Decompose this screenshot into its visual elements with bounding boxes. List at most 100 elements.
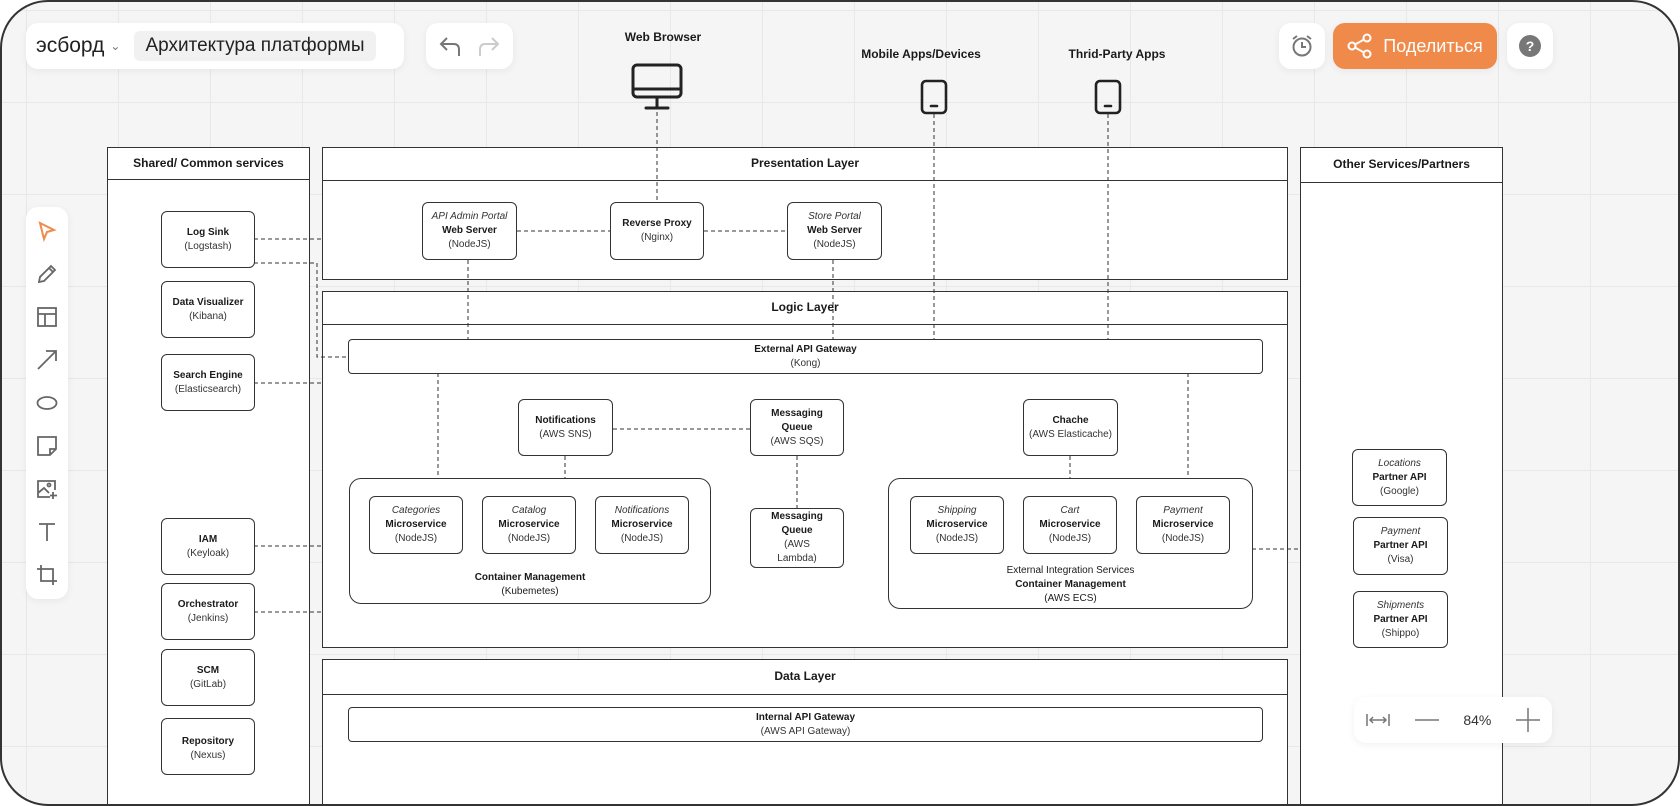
notifications-node[interactable]: Notifications(AWS SNS) [518, 399, 613, 456]
board-header: эсборд ⌄ Архитектура платформы [26, 23, 404, 69]
connector [254, 382, 322, 613]
node-tech: (AWS Elasticache) [1029, 428, 1112, 440]
node-name: Partner API [1373, 613, 1428, 625]
node-tech: (Kong) [790, 357, 821, 369]
board-title[interactable]: Архитектура платформы [134, 31, 376, 61]
group-label: Container Management(Kubemetes) [474, 572, 586, 597]
node-name: Microservice [1039, 519, 1101, 530]
node-sub: Catalog [511, 505, 547, 516]
text-tool[interactable] [26, 511, 68, 553]
node-tech: (Logstash) [184, 240, 232, 252]
node-name: Orchestrator [177, 598, 239, 610]
monitor-icon [631, 63, 683, 110]
cache-node[interactable]: Chache(AWS Elasticache) [1023, 399, 1118, 456]
node-name: Web Server [442, 225, 497, 236]
ellipse-tool[interactable] [26, 382, 68, 424]
phone-icon [1094, 79, 1122, 115]
node-tech: (Google) [1380, 485, 1419, 497]
third-party-apps-label: Thrid-Party Apps [1068, 47, 1166, 61]
node-sub: Payment [1163, 505, 1203, 516]
scm-node[interactable]: SCM(GitLab) [161, 649, 255, 706]
alarm-clock-icon [1292, 35, 1312, 57]
lambda-node[interactable]: Messaging Queue(AWS Lambda) [750, 508, 844, 568]
connector [437, 373, 1189, 478]
external-api-gateway-node[interactable]: External API Gateway(Kong) [348, 339, 1263, 374]
help-icon: ? [1519, 35, 1541, 57]
node-tech: (NodeJS) [394, 533, 438, 544]
connector [254, 238, 348, 358]
node-tech: (NodeJS) [1048, 533, 1092, 544]
chevron-down-icon[interactable]: ⌄ [110, 39, 121, 53]
data-visualizer-node[interactable]: Data Visualizer(Kibana) [161, 281, 255, 338]
node-tech: (NodeJS) [1161, 533, 1205, 544]
share-button[interactable]: Поделиться [1333, 23, 1497, 69]
template-tool[interactable] [26, 296, 68, 338]
node-name: Microservice [385, 519, 447, 530]
node-name: Microservice [1152, 519, 1214, 530]
node-name: Messaging Queue [771, 407, 823, 433]
node-tech: (NodeJS) [935, 533, 979, 544]
node-name: SCM [196, 664, 220, 676]
sqs-node[interactable]: Messaging Queue(AWS SQS) [750, 399, 844, 456]
node-tech: (Nexus) [190, 750, 226, 761]
tools-toolbar [26, 207, 68, 599]
node-name: Partner API [1373, 540, 1428, 551]
node-sub: Shipments [1376, 599, 1425, 611]
zoom-out-icon[interactable] [1414, 718, 1439, 722]
node-name: Reverse Proxy [622, 218, 692, 229]
zoom-controls: 84% [1354, 697, 1552, 743]
cursor-tool[interactable] [26, 210, 68, 252]
brand-menu[interactable]: эсборд [36, 34, 105, 57]
panel-title: Logic Layer [323, 292, 1287, 325]
iam-node[interactable]: IAM(Keyloak) [161, 518, 255, 575]
node-sub: Payment [1380, 526, 1421, 537]
search-engine-node[interactable]: Search Engine(Elasticsearch) [161, 354, 255, 411]
connector [564, 428, 1071, 508]
zoom-in-icon[interactable] [1516, 708, 1540, 732]
history-button[interactable] [1279, 23, 1325, 69]
reverse-proxy-node[interactable]: Reverse Proxy(Nginx) [610, 202, 704, 260]
ellipse-icon [36, 396, 58, 410]
pencil-tool[interactable] [26, 253, 68, 295]
crop-icon [37, 565, 57, 586]
node-name: Partner API [1372, 471, 1427, 483]
orchestrator-node[interactable]: Orchestrator (Jenkins) [161, 583, 255, 640]
repository-node[interactable]: Repository (Nexus) [161, 718, 255, 775]
zoom-level: 84% [1463, 712, 1492, 728]
undo-icon[interactable] [438, 34, 464, 58]
node-tech: (Visa) [1387, 554, 1414, 565]
help-button[interactable]: ? [1507, 23, 1553, 69]
image-tool[interactable] [26, 468, 68, 510]
text-icon [39, 523, 55, 542]
image-add-icon [37, 480, 57, 500]
node-sub: Notifications [614, 505, 670, 516]
sticky-note-tool[interactable] [26, 425, 68, 467]
panel-title: Other Services/Partners [1301, 148, 1502, 183]
log-sink-node[interactable]: Log Sink(Logstash) [161, 211, 255, 268]
web-browser-label: Web Browser [624, 30, 702, 44]
redo-icon[interactable] [475, 34, 501, 58]
node-tech: (AWS SNS) [539, 428, 592, 440]
node-tech: (Jenkins) [187, 612, 229, 624]
fit-width-icon[interactable] [1366, 713, 1390, 727]
cursor-icon [38, 220, 57, 242]
crop-tool[interactable] [26, 554, 68, 596]
arrow-icon [37, 349, 57, 370]
arrow-tool[interactable] [26, 339, 68, 381]
internal-api-gateway-node[interactable]: Internal API Gateway(AWS API Gateway) [348, 707, 1263, 742]
node-name: Repository [181, 736, 235, 747]
